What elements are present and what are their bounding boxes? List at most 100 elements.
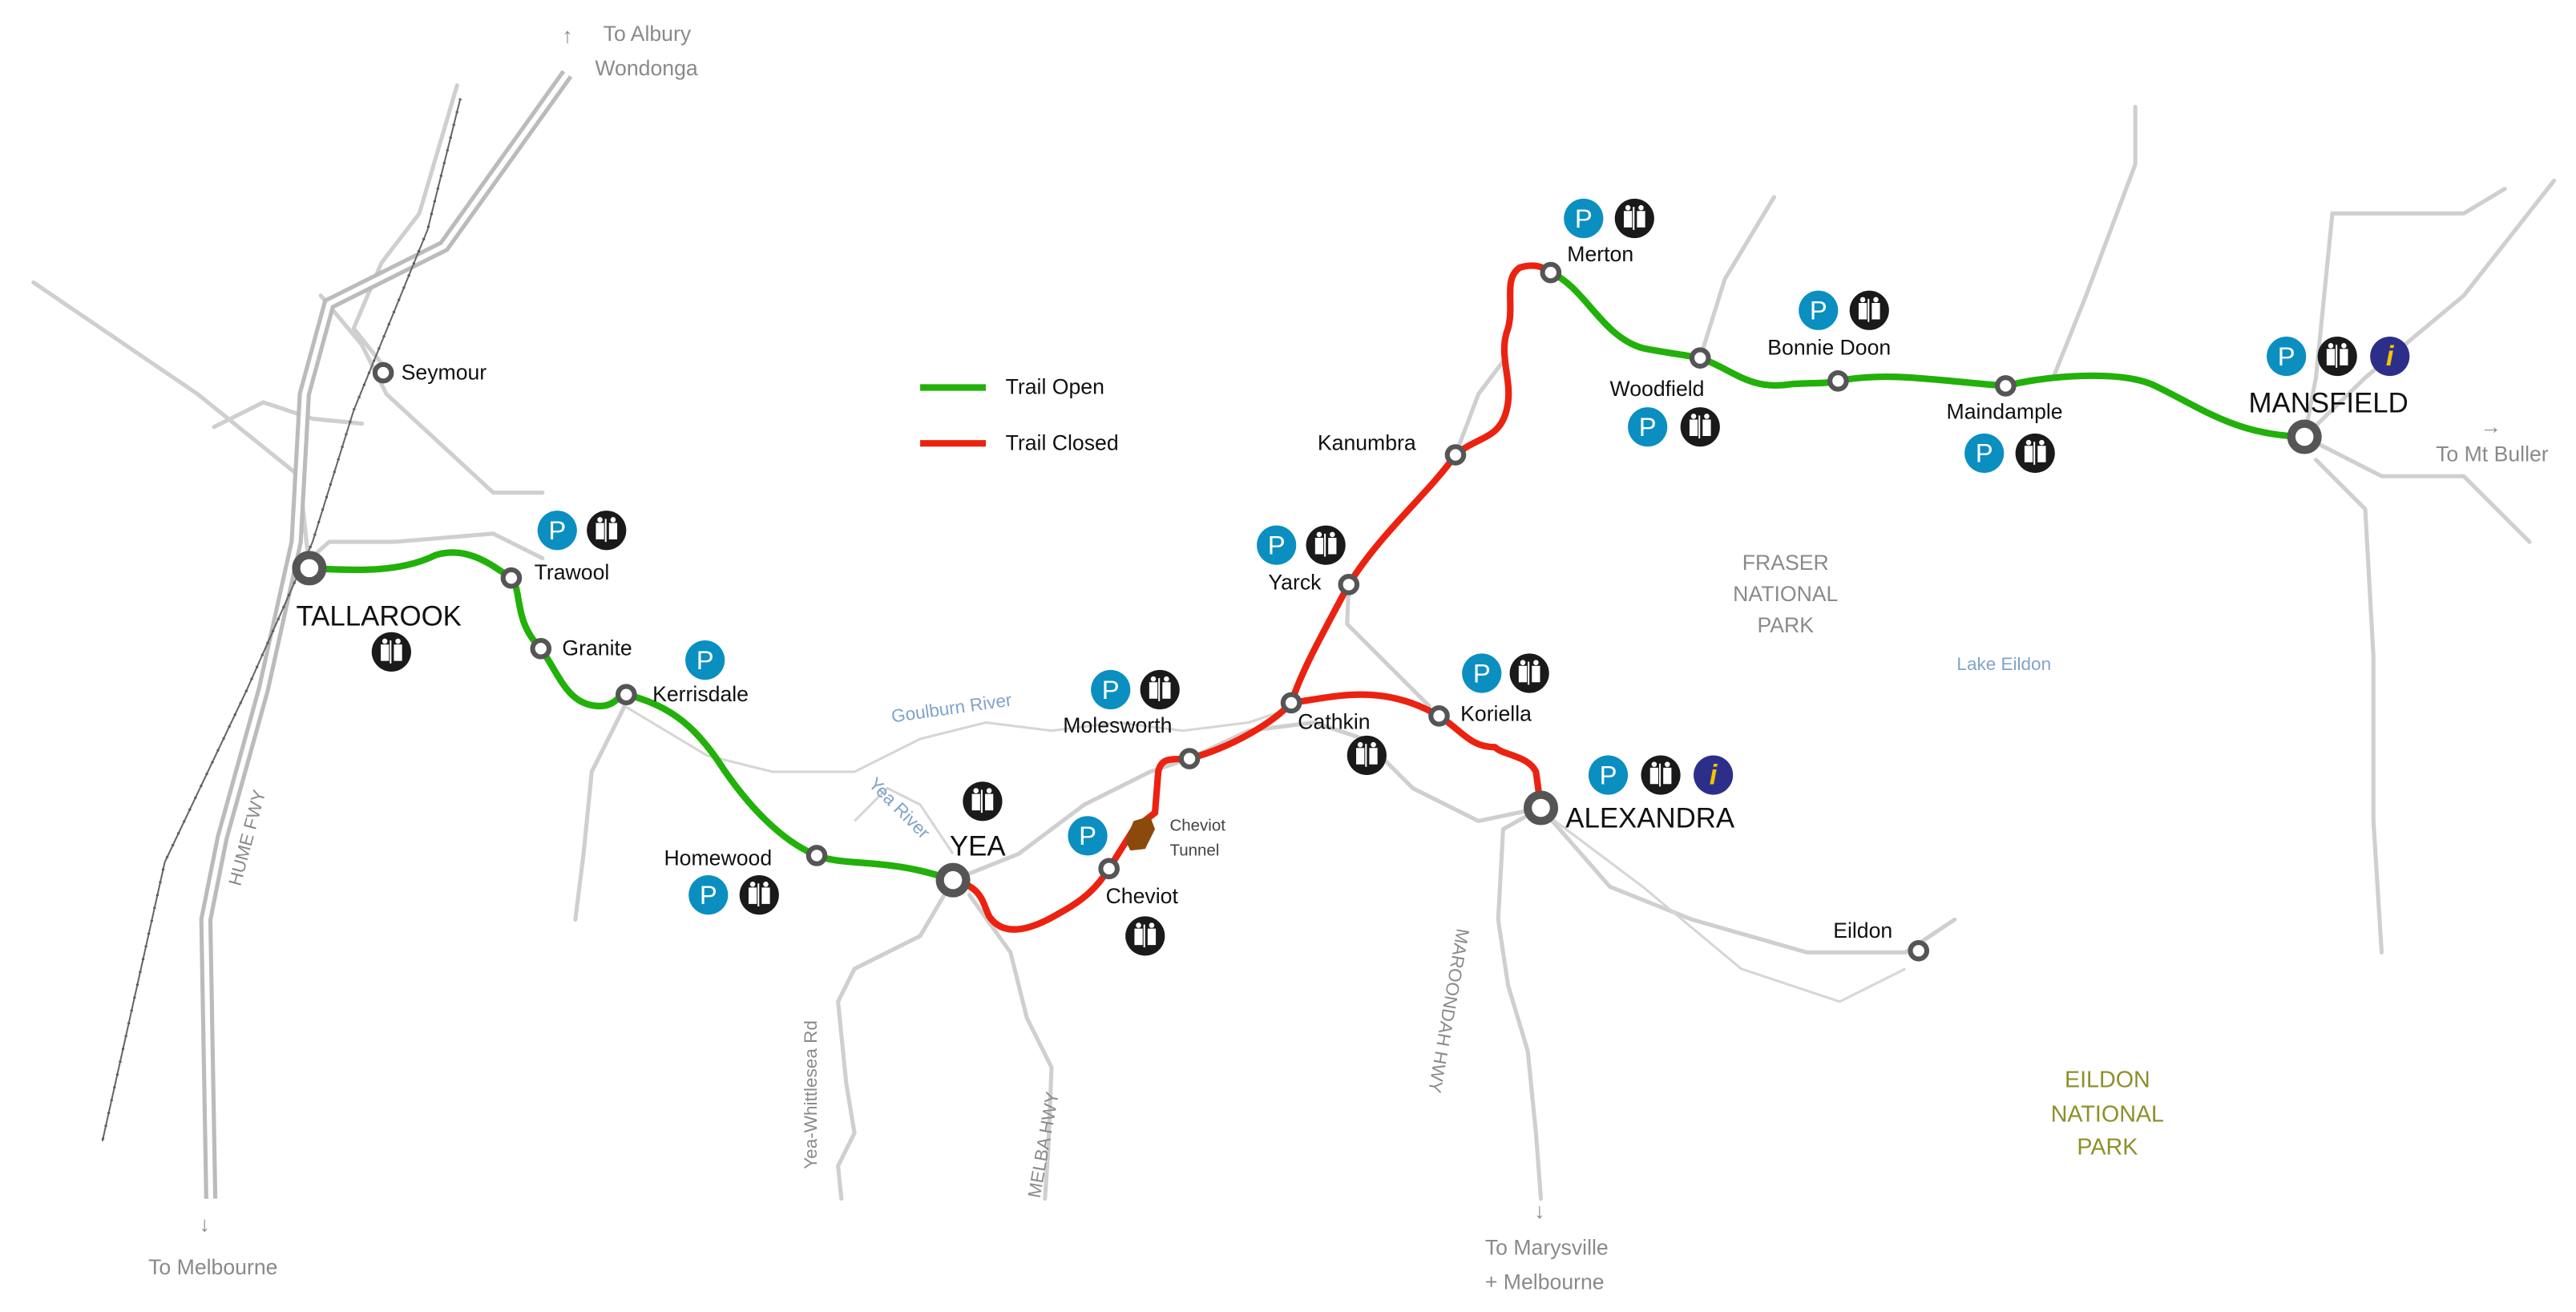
arrow-right-icon: → xyxy=(2480,414,2501,438)
label-granite: Granite xyxy=(562,636,632,660)
parking-icon: P xyxy=(1091,669,1131,710)
toilet-icon xyxy=(1849,290,1889,330)
station-woodfield[interactable] xyxy=(1689,347,1711,369)
arrow-down-icon: ↓ xyxy=(200,1213,210,1237)
parking-icon: P xyxy=(1068,816,1108,856)
toilet-icon xyxy=(1140,669,1180,710)
label-alexandra: ALEXANDRA xyxy=(1565,803,1735,834)
station-yarck[interactable] xyxy=(1338,574,1360,595)
svg-text:i: i xyxy=(2386,341,2395,372)
to-marysville-2: + Melbourne xyxy=(1485,1270,1605,1294)
station-kanumbra[interactable] xyxy=(1444,444,1467,466)
to-albury-1: To Albury xyxy=(604,22,692,46)
svg-text:P: P xyxy=(1639,412,1657,442)
yea-whittlesea-label: Yea-Whittlesea Rd xyxy=(801,1020,821,1169)
station-molesworth[interactable] xyxy=(1178,748,1201,769)
parking-icon: P xyxy=(1564,198,1604,239)
svg-text:P: P xyxy=(1600,760,1617,789)
trail-closed-cathkin-alexandra xyxy=(1287,691,1544,812)
arrow-up-icon: ↑ xyxy=(562,23,572,47)
toilet-icon xyxy=(2015,433,2055,474)
toilet-icon xyxy=(1347,735,1387,776)
station-markers xyxy=(292,261,2322,962)
station-maindample[interactable] xyxy=(1995,375,2017,397)
roads xyxy=(31,83,2557,1201)
town-mansfield[interactable] xyxy=(2287,419,2322,454)
goulburn-river-label: Goulburn River xyxy=(890,690,1013,727)
region-labels: FRASER NATIONAL PARK EILDON NATIONAL PAR… xyxy=(225,551,2164,1200)
label-tunnel-2: Tunnel xyxy=(1169,841,1219,859)
place-labels: TALLAROOK YEA ALEXANDRA MANSFIELD Seymou… xyxy=(297,242,2408,943)
toilet-icon xyxy=(587,511,627,551)
trail-open-tallarook-yea xyxy=(305,549,957,884)
svg-text:P: P xyxy=(1079,821,1096,850)
eildon-park-1: EILDON xyxy=(2065,1067,2150,1092)
to-melbourne: To Melbourne xyxy=(148,1255,277,1279)
label-kerrisdale: Kerrisdale xyxy=(652,682,749,706)
svg-text:P: P xyxy=(1810,295,1827,325)
station-trawool[interactable] xyxy=(500,567,523,589)
to-albury-2: Wondonga xyxy=(595,56,697,80)
station-granite[interactable] xyxy=(530,637,552,660)
label-yea: YEA xyxy=(950,830,1006,862)
station-homewood[interactable] xyxy=(806,845,828,866)
trail-closed-yea-merton xyxy=(949,262,1554,933)
toilet-icon xyxy=(1680,407,1720,447)
toilet-icon xyxy=(2317,337,2357,377)
hume-freeway xyxy=(199,70,573,1199)
label-molesworth: Molesworth xyxy=(1063,713,1172,737)
label-yarck: Yarck xyxy=(1268,571,1322,595)
station-cathkin[interactable] xyxy=(1280,692,1302,714)
to-mt-buller: To Mt Buller xyxy=(2436,442,2549,466)
legend-open-label: Trail Open xyxy=(1006,375,1104,399)
label-cheviot: Cheviot xyxy=(1106,884,1179,908)
station-kerrisdale[interactable] xyxy=(616,684,637,705)
label-bonnie-doon: Bonnie Doon xyxy=(1767,336,1891,360)
station-eildon[interactable] xyxy=(1908,939,1930,962)
town-yea[interactable] xyxy=(935,862,971,898)
toilet-icon xyxy=(371,632,411,672)
toilet-icon xyxy=(963,781,1003,822)
svg-text:P: P xyxy=(696,645,714,675)
to-marysville-1: To Marysville xyxy=(1485,1235,1609,1259)
svg-text:P: P xyxy=(1473,658,1491,688)
maroondah-hwy-label: MAROONDAH HWY xyxy=(1424,927,1473,1095)
toilet-icon xyxy=(1306,525,1346,565)
lake-eildon-label: Lake Eildon xyxy=(1956,654,2051,674)
toilet-icon xyxy=(1125,916,1165,956)
parking-icon: P xyxy=(2267,337,2307,377)
trail-open-merton-mansfield xyxy=(1547,269,2308,441)
parking-icon: P xyxy=(1257,525,1297,565)
label-merton: Merton xyxy=(1567,242,1633,266)
toilet-icon xyxy=(1641,755,1681,795)
svg-text:P: P xyxy=(1102,675,1120,704)
label-tunnel-1: Cheviot xyxy=(1169,817,1225,835)
arrow-down-icon: ↓ xyxy=(1534,1199,1544,1223)
svg-text:P: P xyxy=(2278,341,2295,371)
toilet-icon xyxy=(1509,653,1549,693)
station-cheviot[interactable] xyxy=(1098,858,1120,880)
parking-icon: P xyxy=(1462,653,1502,693)
label-koriella: Koriella xyxy=(1460,701,1532,725)
label-trawool: Trawool xyxy=(535,560,610,584)
station-merton[interactable] xyxy=(1540,261,1562,284)
svg-text:P: P xyxy=(700,880,717,910)
station-seymour[interactable] xyxy=(372,361,394,384)
parking-icon: P xyxy=(1964,433,2005,474)
town-tallarook[interactable] xyxy=(292,551,327,586)
svg-text:i: i xyxy=(1710,759,1718,790)
parking-icon: P xyxy=(537,511,577,551)
svg-text:P: P xyxy=(1976,438,1993,468)
parking-icon: P xyxy=(688,875,729,915)
station-bonnie-doon[interactable] xyxy=(1827,370,1849,392)
fraser-park-3: PARK xyxy=(1758,613,1815,637)
toilet-icon xyxy=(739,875,779,915)
station-koriella[interactable] xyxy=(1428,704,1450,727)
town-alexandra[interactable] xyxy=(1524,790,1559,826)
label-homewood: Homewood xyxy=(664,846,772,870)
parking-icon: P xyxy=(1628,407,1668,447)
info-icon: i xyxy=(1694,755,1734,795)
railway-line xyxy=(101,98,462,1142)
